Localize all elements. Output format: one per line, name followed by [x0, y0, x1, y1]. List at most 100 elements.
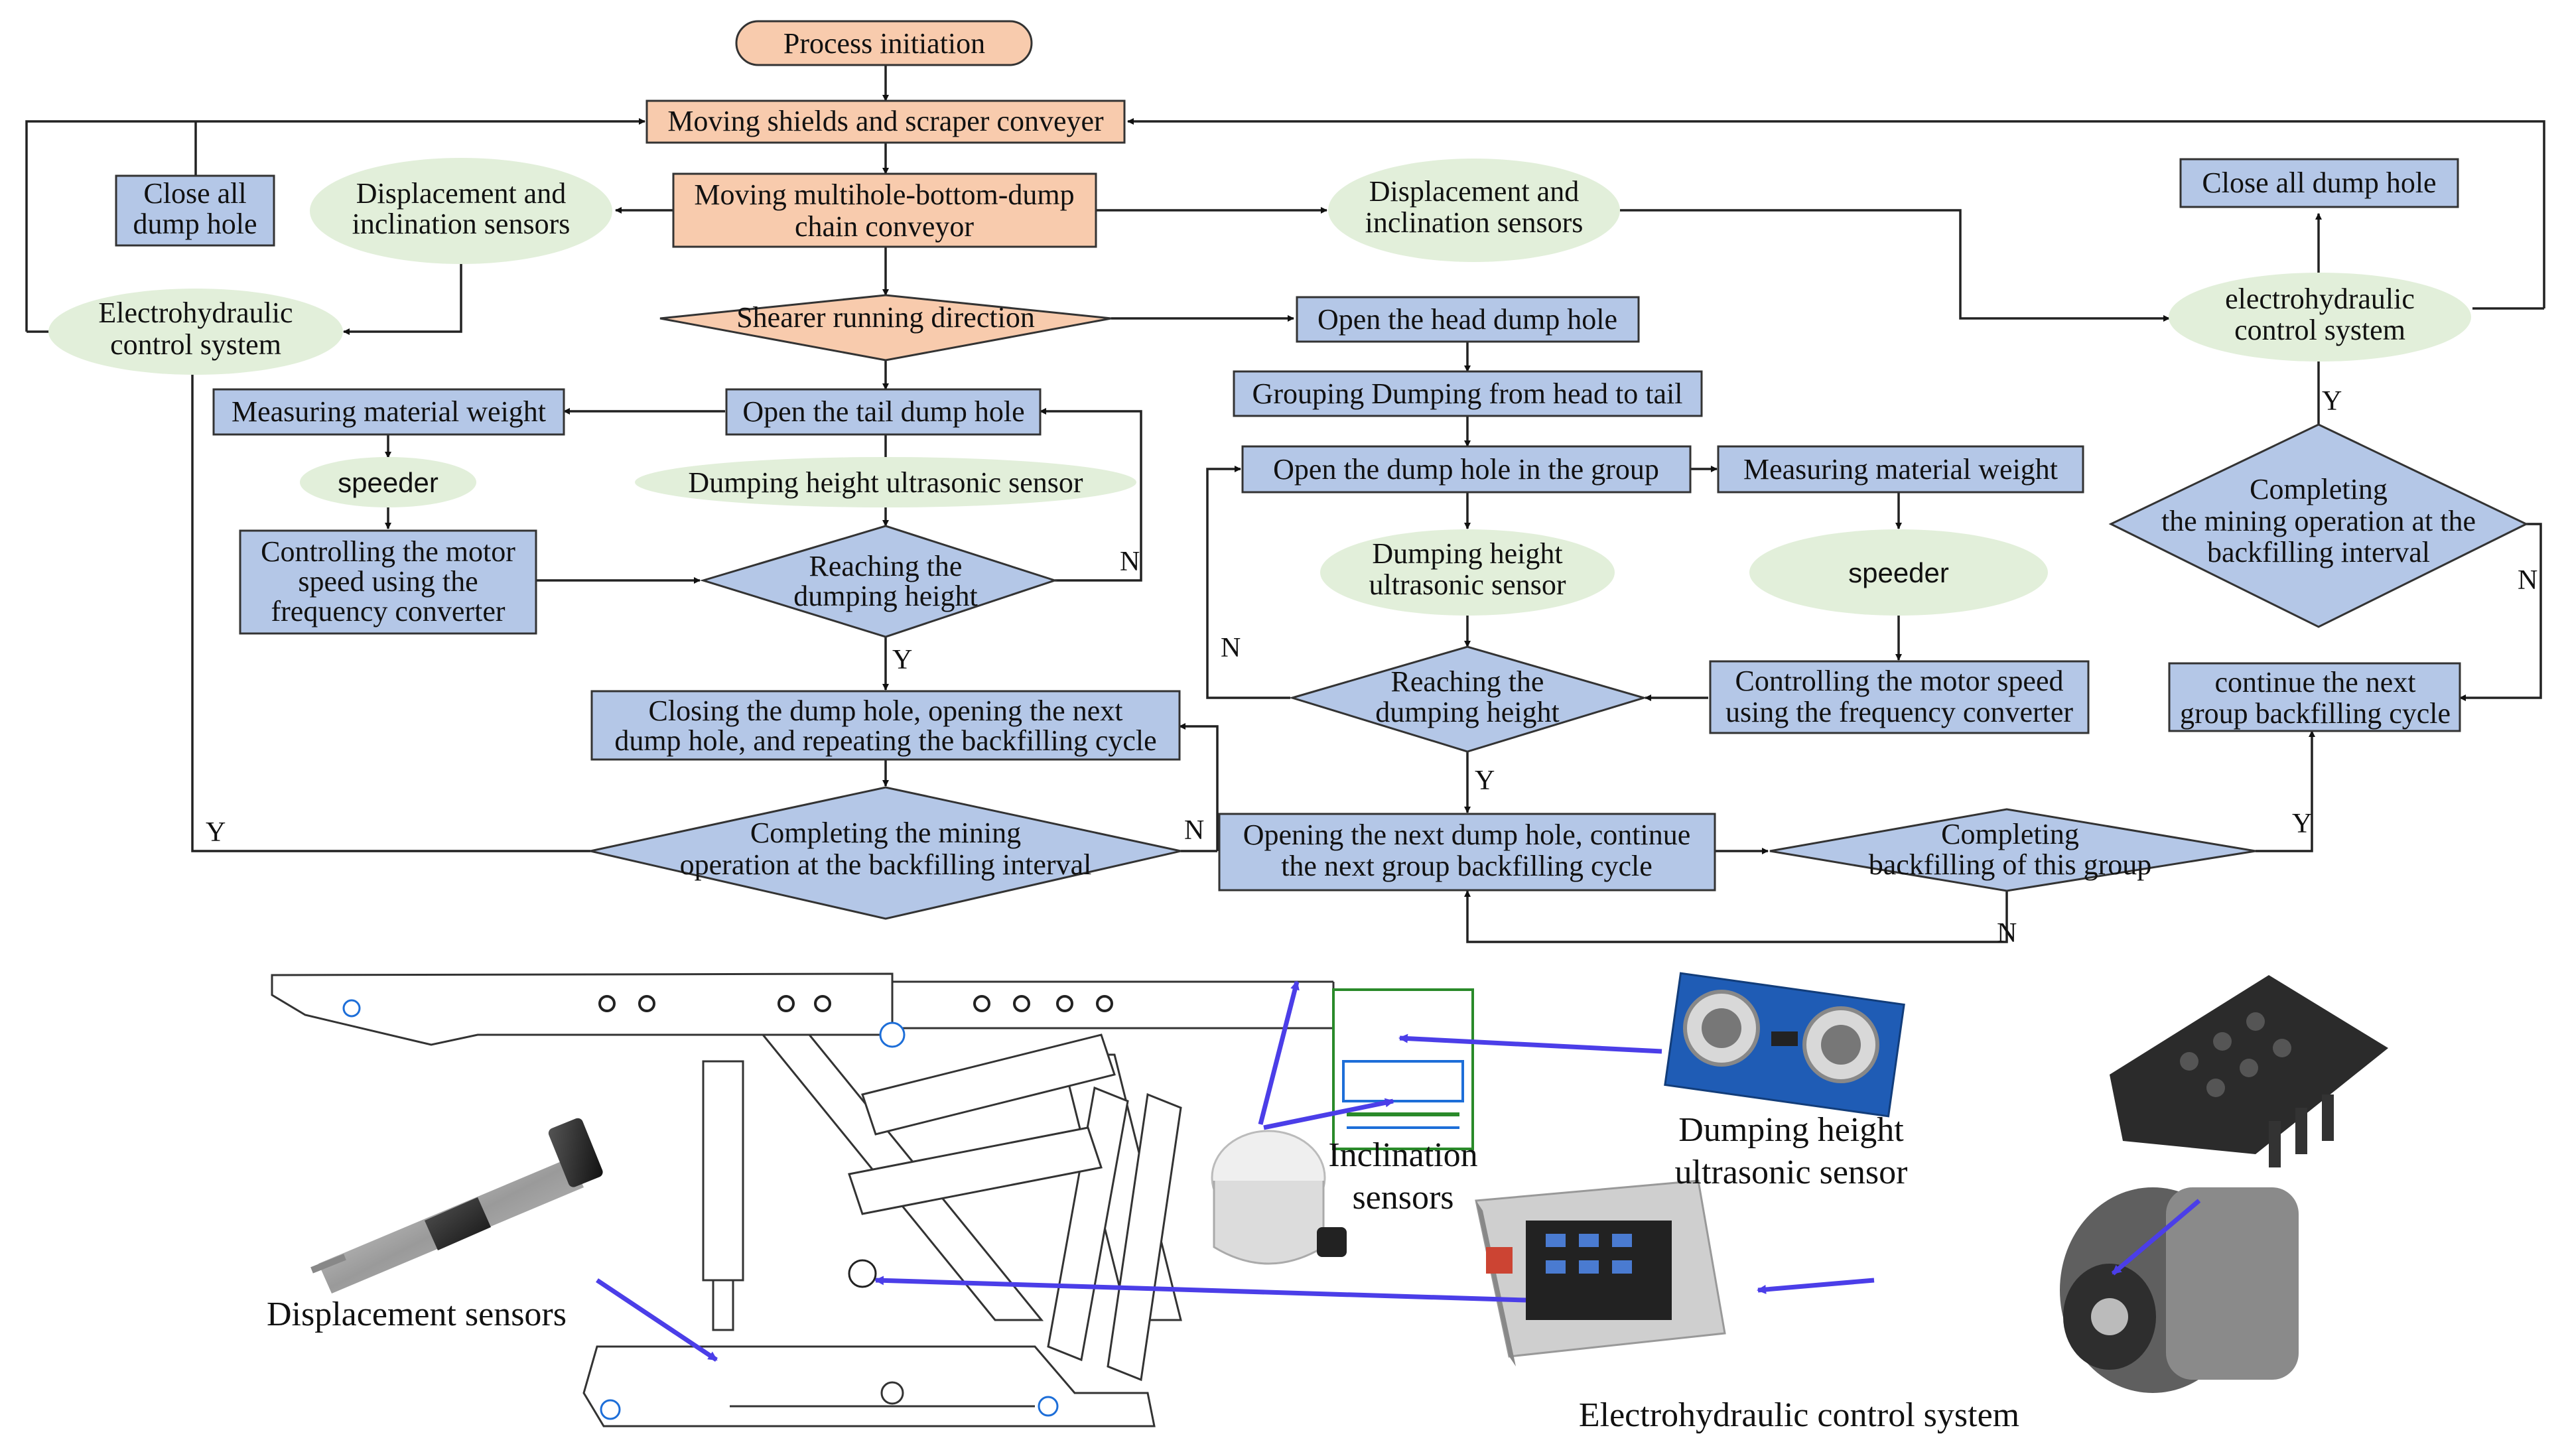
n-label: N	[1997, 918, 2017, 949]
complete-group-diamond: Completing backfilling of this group	[1769, 808, 2256, 892]
photo-labels: Displacement sensors Inclination sensors…	[267, 1111, 2019, 1434]
shearer-direction-label: Shearer running direction	[736, 301, 1035, 334]
grouping-box: Grouping Dumping from head to tail	[1233, 370, 1703, 417]
connectors	[25, 65, 2545, 943]
open-next-label-1: Opening the next dump hole, continue	[1243, 819, 1691, 851]
complete-group-label-2: backfilling of this group	[1869, 848, 2152, 881]
open-group-label: Open the dump hole in the group	[1273, 453, 1659, 486]
y-label: Y	[1475, 765, 1495, 796]
reach-right-label-2: dumping height	[1375, 696, 1559, 728]
motor-image	[2060, 1187, 2299, 1393]
reach-left-diamond: Reaching the dumping height	[699, 525, 1058, 638]
complete-group-label-1: Completing	[1941, 818, 2079, 850]
ultrasonic-right-label-1: Dumping height	[1372, 537, 1562, 570]
speeder-left-label: speeder	[338, 467, 439, 498]
disp-sensors-right: Displacement and inclination sensors	[1328, 159, 1620, 262]
disp-right-label-1: Displacement and	[1369, 175, 1579, 208]
ehc-left-label-2: control system	[110, 328, 281, 361]
ehc-right-label-1: electrohydraulic	[2225, 283, 2415, 315]
shearer-direction-diamond: Shearer running direction	[659, 294, 1112, 362]
measure-left-label: Measuring material weight	[232, 395, 546, 428]
start-node: Process initiation	[735, 20, 1033, 66]
n-label: N	[1120, 547, 1140, 577]
ultrasonic-sensor-image	[1664, 972, 1905, 1118]
complete-right-label-2: the mining operation at the	[2161, 505, 2476, 537]
disp-sensors-left: Displacement and inclination sensors	[310, 158, 612, 264]
open-next-label-2: the next group backfilling cycle	[1281, 850, 1653, 882]
speeder-right: speeder	[1749, 529, 2048, 616]
speeder-right-label: speeder	[1848, 557, 1949, 588]
control-left-label-2: speed using the	[298, 565, 478, 598]
control-right-label-1: Controlling the motor speed	[1735, 665, 2064, 697]
n-label: N	[1221, 633, 1241, 663]
continue-label-1: continue the next	[2214, 666, 2415, 698]
moving-chain-label-2: chain conveyor	[795, 210, 974, 243]
disp-right-label-2: inclination sensors	[1365, 206, 1584, 239]
control-left-label-3: frequency converter	[271, 595, 505, 628]
y-label: Y	[2292, 809, 2312, 839]
valve-block-image	[2110, 975, 2388, 1167]
ehc-left-label-1: Electrohydraulic	[98, 297, 293, 329]
open-tail-box: Open the tail dump hole	[725, 388, 1042, 436]
disp-left-label-2: inclination sensors	[352, 208, 571, 240]
open-tail-label: Open the tail dump hole	[742, 395, 1024, 428]
reach-right-diamond: Reaching the dumping height	[1288, 645, 1648, 753]
close-all-right-label: Close all dump hole	[2202, 166, 2436, 199]
reach-right-label-1: Reaching the	[1391, 665, 1544, 698]
y-label: Y	[2322, 386, 2342, 417]
hydraulic-support-drawing	[271, 972, 1474, 1427]
close-all-left-label-2: dump hole	[133, 208, 257, 240]
ultrasonic-left: Dumping height ultrasonic sensor	[635, 457, 1136, 507]
ehc-right: electrohydraulic control system	[2169, 273, 2471, 362]
moving-chain-box: Moving multihole-bottom-dump chain conve…	[672, 172, 1097, 248]
reach-left-label-1: Reaching the	[809, 550, 963, 582]
n-label: N	[2518, 565, 2537, 596]
disp-left-label-1: Displacement and	[356, 177, 566, 210]
control-left-label-1: Controlling the motor	[261, 535, 515, 568]
closing-box: Closing the dump hole, opening the next …	[590, 690, 1181, 761]
open-head-label: Open the head dump hole	[1317, 303, 1617, 336]
control-right-label-2: using the frequency converter	[1725, 696, 2073, 728]
measure-right-label: Measuring material weight	[1743, 453, 2058, 486]
close-all-left-box: Close all dump hole	[115, 174, 275, 247]
sensor-arrows	[596, 980, 2201, 1362]
inclination-caption-2: sensors	[1352, 1179, 1453, 1217]
branch-labels: Y N Y N N Y N Y N Y	[206, 386, 2537, 949]
complete-left-label-1: Completing the mining	[750, 817, 1021, 849]
moving-shields-label: Moving shields and scraper conveyer	[667, 105, 1104, 137]
inclination-caption-1: Inclination	[1328, 1136, 1477, 1174]
displacement-sensor-image	[310, 1118, 603, 1293]
ultrasonic-right: Dumping height ultrasonic sensor	[1320, 529, 1615, 616]
continue-box: continue the next group backfilling cycl…	[2168, 662, 2461, 732]
complete-right-label-1: Completing	[2250, 473, 2388, 505]
moving-chain-label-1: Moving multihole-bottom-dump	[694, 178, 1074, 211]
complete-left-label-2: operation at the backfilling interval	[680, 848, 1092, 881]
open-head-box: Open the head dump hole	[1296, 296, 1640, 343]
continue-label-2: group backfilling cycle	[2180, 697, 2451, 730]
control-left-box: Controlling the motor speed using the fr…	[239, 529, 537, 635]
ehc-right-label-2: control system	[2234, 314, 2405, 346]
y-label: Y	[206, 817, 226, 848]
close-all-right-box: Close all dump hole	[2179, 158, 2459, 208]
close-all-left-label-1: Close all	[143, 177, 246, 210]
closing-label-1: Closing the dump hole, opening the next	[649, 695, 1123, 727]
control-right-box: Controlling the motor speed using the fr…	[1709, 660, 2090, 734]
complete-left-diamond: Completing the mining operation at the b…	[590, 786, 1182, 920]
complete-right-label-3: backfilling interval	[2207, 536, 2430, 568]
displacement-sensors-caption: Displacement sensors	[267, 1295, 567, 1333]
open-next-box: Opening the next dump hole, continue the…	[1218, 813, 1716, 892]
y-label: Y	[892, 645, 912, 675]
ultrasonic-right-label-2: ultrasonic sensor	[1369, 568, 1566, 601]
open-group-box: Open the dump hole in the group	[1241, 445, 1692, 494]
closing-label-2: dump hole, and repeating the backfilling…	[614, 724, 1156, 757]
inclination-sensor-image	[1211, 1130, 1347, 1265]
reach-left-label-2: dumping height	[793, 580, 977, 612]
complete-right-diamond: Completing the mining operation at the b…	[2108, 423, 2529, 628]
ultrasonic-caption-2: ultrasonic sensor	[1675, 1154, 1908, 1191]
measure-right-box: Measuring material weight	[1717, 445, 2084, 494]
ehc-caption: Electrohydraulic control system	[1579, 1396, 2019, 1434]
n-label: N	[1184, 815, 1204, 846]
ultrasonic-caption-1: Dumping height	[1678, 1111, 1904, 1149]
start-label: Process initiation	[783, 27, 985, 60]
